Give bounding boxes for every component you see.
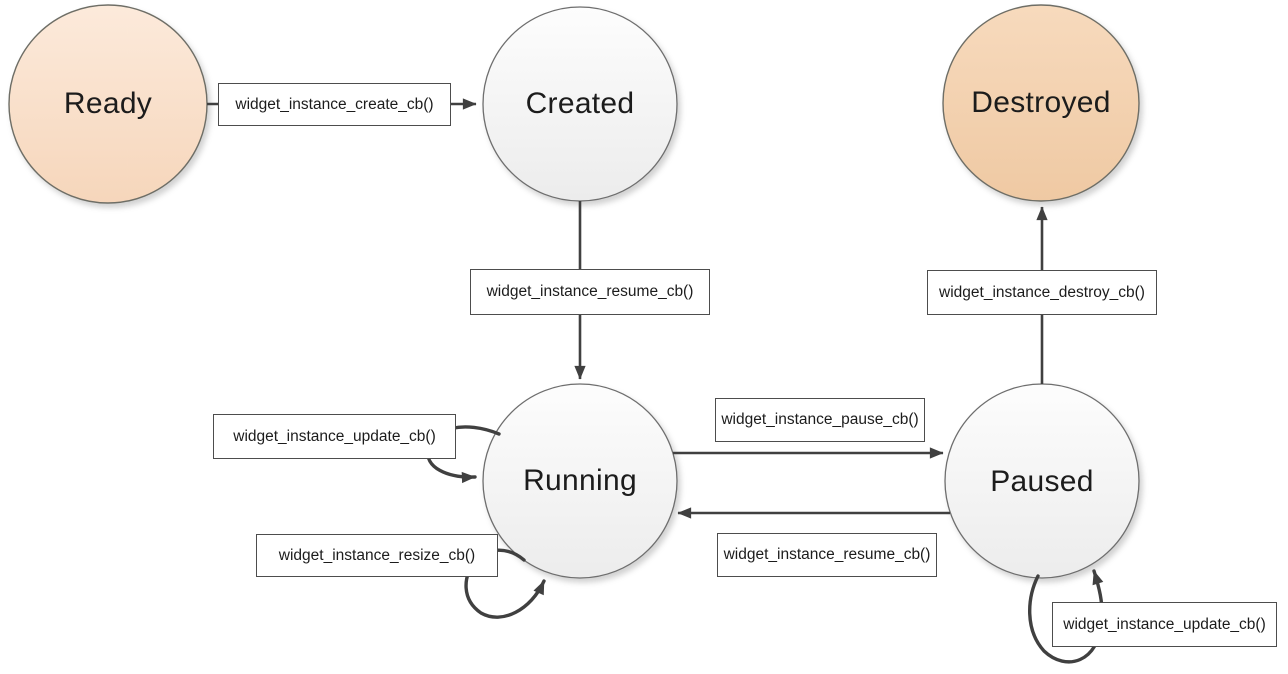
state-label-running: Running — [523, 464, 637, 497]
state-label-ready: Ready — [63, 87, 153, 120]
transition-label-resume-created: widget_instance_resume_cb() — [470, 269, 710, 315]
state-circle-destroyed — [942, 4, 1140, 202]
transition-label-pause: widget_instance_pause_cb() — [715, 398, 925, 442]
transition-label-update-paused: widget_instance_update_cb() — [1052, 602, 1277, 647]
transition-label-resume-paused: widget_instance_resume_cb() — [717, 533, 937, 577]
transition-label-destroy: widget_instance_destroy_cb() — [927, 270, 1157, 315]
state-label-paused: Paused — [990, 465, 1094, 498]
transition-label-resize-running: widget_instance_resize_cb() — [256, 534, 498, 577]
state-label-created: Created — [525, 87, 635, 120]
transition-label-update-running: widget_instance_update_cb() — [213, 414, 456, 459]
transition-label-create: widget_instance_create_cb() — [218, 83, 451, 126]
self-loop-paused-update — [1028, 569, 1104, 664]
state-label-destroyed: Destroyed — [971, 86, 1111, 119]
state-circle-running — [482, 383, 678, 579]
